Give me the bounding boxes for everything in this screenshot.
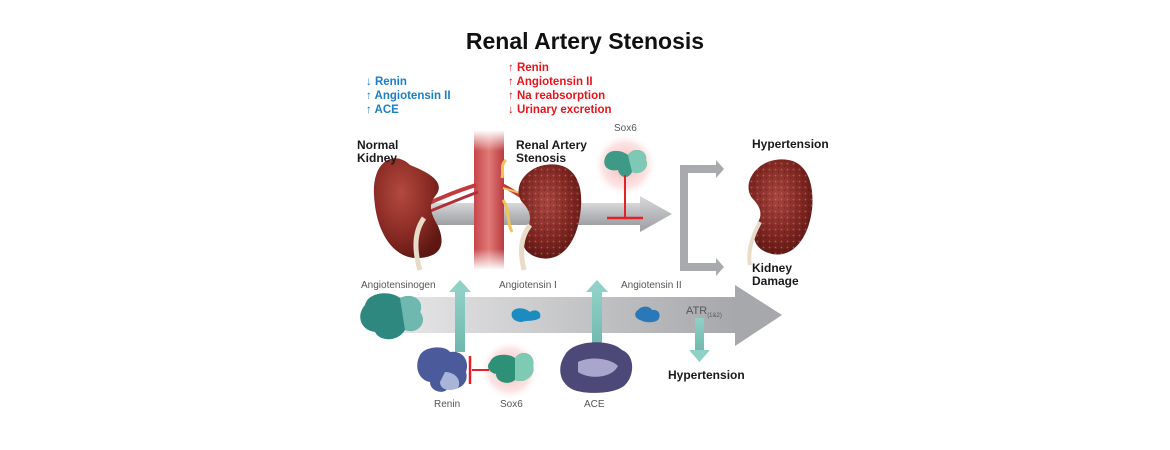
normal-effect-renin: ↓ Renin bbox=[366, 76, 407, 88]
normal-effects-list: ↓ Renin ↑ Angiotensin II ↑ ACE bbox=[366, 75, 451, 117]
damaged-kidney-image bbox=[747, 159, 813, 266]
sox6-bottom-protein bbox=[480, 340, 540, 400]
aorta bbox=[424, 130, 529, 270]
stenosis-effects-list: ↑ Renin ↑ Angiotensin II ↑ Na reabsorpti… bbox=[508, 61, 612, 117]
stenosis-effect-angiotensin-ii: ↑ Angiotensin II bbox=[508, 76, 593, 88]
normal-kidney-label: Normal Kidney bbox=[357, 138, 399, 165]
outcome-bracket bbox=[680, 160, 724, 276]
stenosis-effect-na-reabsorption: ↑ Na reabsorption bbox=[508, 90, 606, 102]
atr-label: ATR(1&2) bbox=[686, 305, 722, 320]
normal-effect-ace: ↑ ACE bbox=[366, 104, 399, 116]
angiotensin-ii-molecule bbox=[635, 306, 660, 323]
ace-label: ACE bbox=[584, 399, 605, 410]
ace-up-arrow bbox=[586, 280, 608, 348]
renin-up-arrow bbox=[449, 280, 471, 352]
angiotensin-i-label: Angiotensin I bbox=[499, 280, 557, 291]
atr-down-arrow bbox=[689, 318, 710, 362]
stenosis-kidney-image bbox=[518, 164, 582, 271]
angiotensin-ii-label: Angiotensin II bbox=[621, 280, 682, 291]
renin-label: Renin bbox=[434, 399, 461, 410]
kidney-damage-label: Kidney Damage bbox=[752, 261, 799, 288]
sox6-top-protein bbox=[593, 133, 657, 197]
sox6-top-label: Sox6 bbox=[614, 123, 637, 134]
renin-protein bbox=[417, 347, 468, 392]
stenosis-effect-urinary-excretion: ↓ Urinary excretion bbox=[508, 104, 612, 116]
normal-effect-angiotensin-ii: ↑ Angiotensin II bbox=[366, 90, 451, 102]
angiotensin-i-molecule bbox=[511, 308, 541, 322]
stenosis-effect-renin: ↑ Renin bbox=[508, 62, 549, 74]
sox6-bottom-label: Sox6 bbox=[500, 399, 523, 410]
hypertension-top-label: Hypertension bbox=[752, 137, 829, 151]
normal-kidney-image bbox=[373, 158, 442, 271]
ras-pathway-arrow bbox=[380, 285, 782, 346]
angiotensinogen-label: Angiotensinogen bbox=[361, 280, 436, 291]
ace-protein bbox=[560, 342, 633, 393]
hypertension-bottom-label: Hypertension bbox=[668, 368, 745, 382]
angiotensinogen-protein bbox=[360, 293, 423, 340]
ras-label: Renal Artery Stenosis bbox=[516, 138, 587, 165]
diagram-title: Renal Artery Stenosis bbox=[465, 28, 705, 54]
